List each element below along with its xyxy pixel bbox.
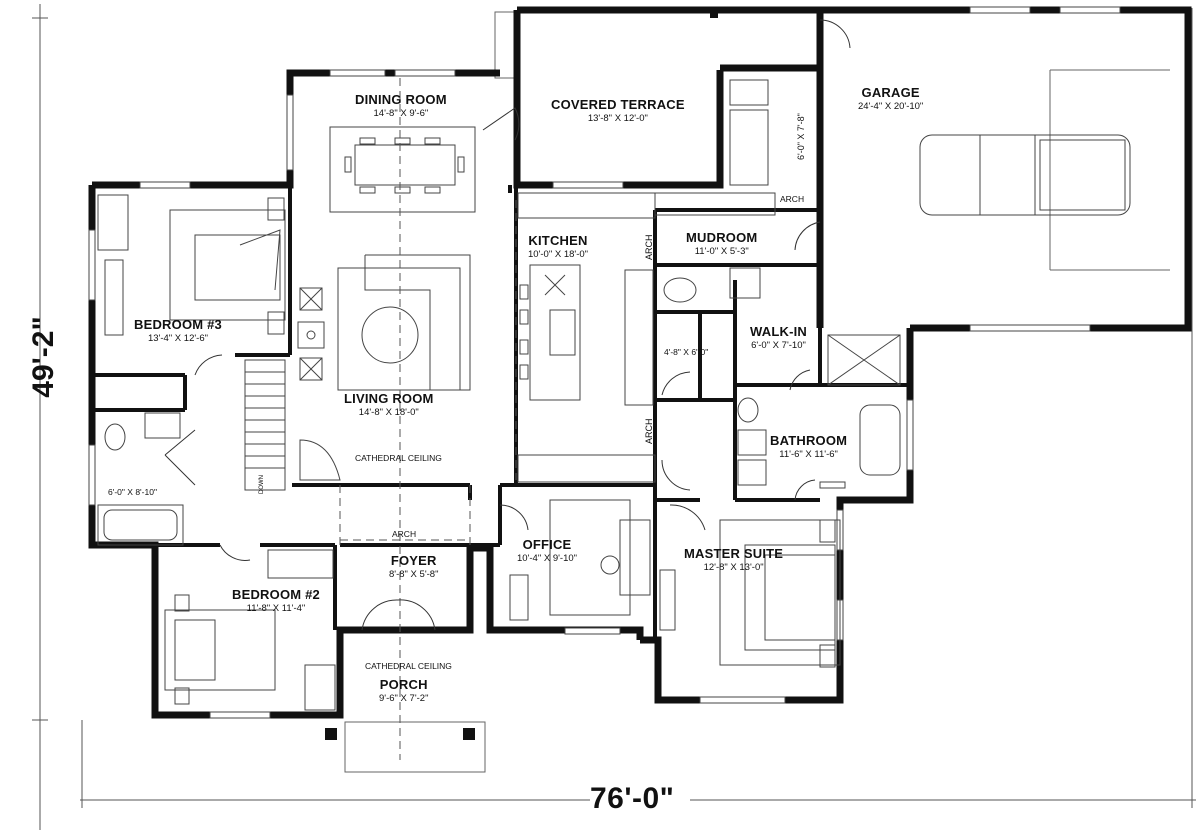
room-bedroom2: BEDROOM #2 11'-8" X 11'-4": [232, 587, 320, 614]
room-kitchen: KITCHEN 10'-0" X 18'-0": [528, 233, 588, 260]
office-furniture: [509, 499, 651, 621]
room-size: 10'-4" X 9'-10": [517, 553, 578, 564]
bedroom2-furniture: [164, 549, 336, 711]
stair-down-note: DOWN: [259, 475, 265, 494]
room-mudroom: MUDROOM 11'-0" X 5'-3": [686, 230, 757, 257]
room-name: WALK-IN: [750, 324, 807, 339]
room-dining: DINING ROOM 14'-8" X 9'-6": [355, 92, 447, 119]
room-bathroom: BATHROOM 11'-6" X 11'-6": [770, 433, 847, 460]
kitchen-arch-bottom-note: ARCH: [644, 418, 654, 444]
room-name: BEDROOM #2: [232, 587, 320, 602]
pantry-size-note: 4'-8" X 6'-0": [664, 347, 709, 357]
bath2-size-note: 6'-0" X 8'-10": [108, 487, 157, 497]
master-bath-fixtures: [737, 334, 901, 486]
room-name: BATHROOM: [770, 433, 848, 448]
room-name: OFFICE: [522, 537, 572, 552]
room-size: 13'-4" X 12'-6": [147, 333, 208, 344]
room-size: 12'-8" X 13'-0": [703, 562, 764, 573]
room-office: OFFICE 10'-4" X 9'-10": [517, 537, 577, 564]
dashed-lines: [339, 78, 517, 760]
porch-ceiling-note: CATHEDRAL CEILING: [365, 661, 452, 671]
room-foyer: FOYER 8'-8" X 5'-8": [389, 553, 438, 580]
room-living: LIVING ROOM 14'-8" X 18'-0": [344, 391, 434, 418]
laundry-size-note: 6'-0" X 7'-8": [796, 113, 806, 160]
room-master: MASTER SUITE 12'-8" X 13'-0": [684, 546, 783, 573]
dining-table: [329, 126, 476, 213]
room-size: 11'-8" X 11'-4": [246, 603, 306, 614]
room-walkin: WALK-IN 6'-0" X 7'-10": [750, 324, 807, 351]
door-swings: [164, 19, 851, 631]
room-terrace: COVERED TERRACE 13'-8" X 12'-0": [551, 97, 685, 124]
kitchen-fixtures: [517, 192, 656, 483]
room-bedroom3: BEDROOM #3 13'-4" X 12'-6": [134, 317, 222, 344]
room-size: 13'-8" X 12'-0": [587, 113, 648, 124]
room-name: LIVING ROOM: [344, 391, 434, 406]
room-name: KITCHEN: [528, 233, 588, 248]
overall-width-label: 76'-0": [590, 782, 675, 815]
room-size: 14'-8" X 18'-0": [358, 407, 419, 418]
bath2-fixtures: [97, 412, 184, 546]
room-name: MASTER SUITE: [684, 546, 784, 561]
living-ceiling-note: CATHEDRAL CEILING: [355, 453, 442, 463]
room-size: 11'-0" X 5'-3": [694, 246, 749, 257]
truck-drawing: [919, 134, 1131, 216]
room-size: 24'-4" X 20'-10": [858, 101, 924, 112]
room-size: 8'-8" X 5'-8": [389, 569, 439, 580]
room-name: PORCH: [379, 677, 428, 692]
mudroom-arch-note: ARCH: [780, 194, 805, 204]
interior-walls: [92, 185, 910, 715]
kitchen-arch-top-note: ARCH: [644, 234, 654, 260]
room-size: 14'-8" X 9'-6": [373, 108, 429, 119]
room-size: 6'-0" X 7'-10": [751, 340, 806, 351]
room-name: BEDROOM #3: [134, 317, 222, 332]
foyer-arch-note: ARCH: [392, 529, 417, 539]
porch-columns: [325, 10, 718, 740]
room-name: FOYER: [390, 553, 437, 568]
laundry-fixtures: [654, 79, 776, 303]
room-name: MUDROOM: [686, 230, 758, 245]
living-furniture: [297, 254, 471, 481]
room-porch: PORCH 9'-6" X 7'-2": [379, 677, 428, 704]
bedroom3-furniture: [97, 194, 286, 336]
room-garage: GARAGE 24'-4" X 20'-10": [858, 85, 923, 112]
room-name: COVERED TERRACE: [551, 97, 685, 112]
stair: [244, 359, 286, 491]
room-name: DINING ROOM: [355, 92, 447, 107]
overall-depth-label: 49'-2": [27, 316, 60, 398]
room-size: 9'-6" X 7'-2": [379, 693, 429, 704]
room-name: GARAGE: [861, 85, 920, 100]
master-furniture: [659, 519, 841, 668]
dimension-lines: [32, 4, 1196, 830]
light-outlines: [344, 11, 1170, 773]
room-size: 10'-0" X 18'-0": [528, 249, 589, 260]
room-size: 11'-6" X 11'-6": [779, 449, 838, 460]
